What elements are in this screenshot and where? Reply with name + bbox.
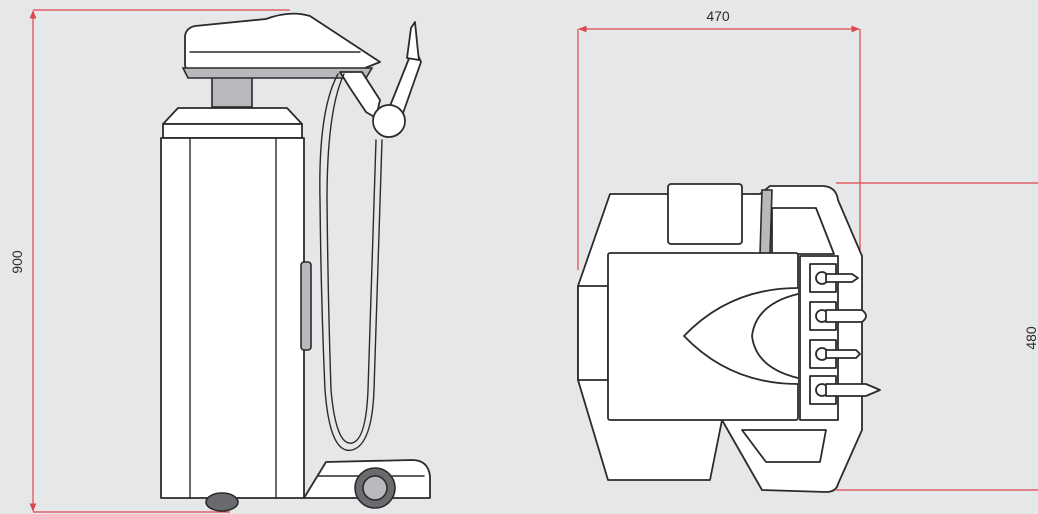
tray-curve-inner bbox=[751, 293, 799, 379]
front-caster-wheel bbox=[205, 492, 239, 512]
bottom-handle-frame bbox=[741, 429, 827, 463]
cabinet-handle bbox=[300, 261, 312, 351]
cabinet-body bbox=[160, 137, 305, 499]
column-collar bbox=[162, 107, 303, 125]
width-dimension: 470 bbox=[577, 8, 861, 270]
column-collar-band bbox=[162, 123, 303, 139]
treatment-cart-side-view-icon bbox=[160, 12, 431, 512]
rear-wheel-hub bbox=[362, 475, 388, 501]
handpiece-hose-inner bbox=[326, 73, 377, 444]
handpiece-holder-1 bbox=[809, 263, 859, 293]
handpiece-tool bbox=[825, 383, 881, 397]
left-bumper bbox=[577, 285, 609, 381]
arm-bracket bbox=[339, 71, 381, 119]
treatment-cart-top-view-icon bbox=[577, 183, 881, 493]
handpiece bbox=[406, 21, 420, 61]
arm-column bbox=[759, 189, 773, 255]
handpiece-holder-4 bbox=[809, 375, 881, 405]
depth-label: 480 bbox=[1023, 326, 1038, 350]
height-label: 900 bbox=[9, 250, 25, 274]
rear-module bbox=[667, 183, 743, 245]
handpiece-tool bbox=[825, 273, 859, 283]
handpiece-holder-3 bbox=[809, 339, 861, 369]
head-unit-top bbox=[184, 12, 381, 75]
handpiece-hose-outer bbox=[319, 73, 383, 451]
column-neck bbox=[211, 76, 253, 108]
top-handle-frame bbox=[771, 207, 835, 255]
width-label: 470 bbox=[706, 8, 730, 24]
arm-pivot-knob bbox=[372, 104, 406, 138]
handpiece-tool bbox=[825, 309, 867, 323]
handpiece-tool bbox=[825, 349, 861, 359]
depth-dimension: 480 bbox=[836, 182, 1038, 491]
handpiece-holder-2 bbox=[809, 301, 867, 331]
height-dimension: 900 bbox=[9, 9, 290, 513]
